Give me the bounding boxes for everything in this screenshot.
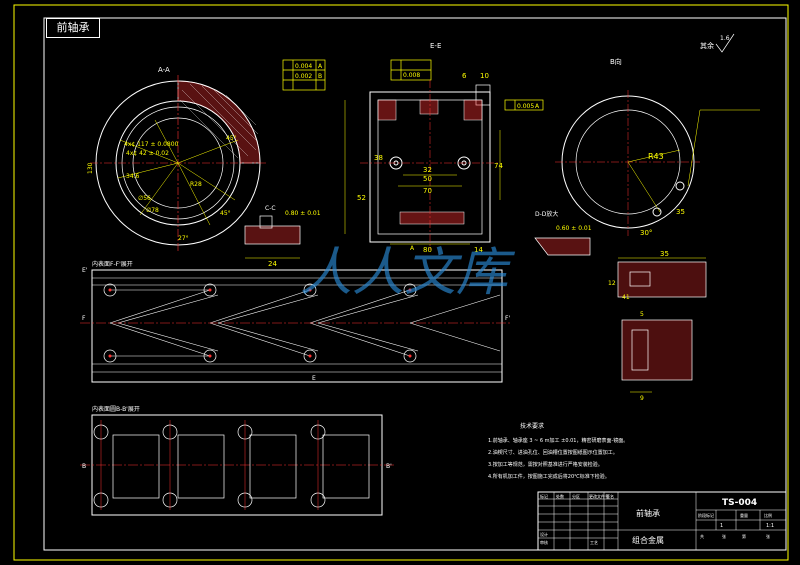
ck-dim-tol: 0.80 ± 0.01: [285, 210, 321, 217]
gdt-tol-4: 0.005: [517, 103, 534, 110]
roughness-other: 1.6: [720, 35, 730, 42]
aa-dim-56: ∅56: [138, 195, 151, 202]
gdt-tol-3: 0.008: [403, 72, 420, 79]
ff-label-f: F: [82, 315, 86, 322]
development-bb: 内表面圆B-B'展开 B B': [80, 405, 395, 516]
svg-text:B: B: [318, 73, 322, 80]
aa-dim-r28: R28: [190, 181, 202, 188]
tb-bottom-1: 张: [722, 533, 726, 539]
title-block: 标记 处数 分区 更改文件号 签名 设计 审核 工艺 前轴承 组合金属 TS-0…: [537, 491, 787, 551]
aa-dim-hole-1: 4x¢ 117 ± 0.0800: [124, 141, 179, 148]
tb-header-3: 更改文件号: [589, 493, 609, 499]
outer-frame: [13, 4, 789, 561]
aa-dim-346: 34.6: [126, 173, 140, 180]
ee-dim-32: 32: [423, 166, 432, 174]
ee-dim-74: 74: [494, 162, 503, 170]
ee-dim-38: 38: [374, 154, 383, 162]
tb-bottom-3: 张: [766, 533, 770, 539]
ee-dim-10: 10: [480, 72, 489, 80]
gk-dim-5: 5: [640, 311, 644, 318]
section-aa-view: A-A 4x¢ 117 ± 0.0800 4x¢ 42 ± 0.02 R28 3…: [87, 66, 268, 252]
note-3: 3.按加工等规范，需按对照基准进行严格安装检验。: [488, 461, 603, 468]
aa-dim-angle-27: 27°: [178, 235, 189, 242]
tb-header-2: 分区: [572, 493, 580, 499]
tb-drawing-no: TS-004: [722, 498, 757, 508]
inner-frame: [43, 17, 787, 551]
section-ck: C-C 24 0.80 ± 0.01: [244, 205, 321, 268]
other-label: 其余: [700, 41, 714, 50]
gdt-frames: [282, 59, 544, 111]
tb-bottom-2: 第: [742, 533, 746, 539]
b-dim-35: 35: [676, 208, 685, 216]
aa-dim-78: ∅78: [146, 207, 159, 214]
tb-right-2: 比例: [764, 512, 772, 518]
section-ee-view: E-E 0.004 0.002 0.008 0.005 A B A: [282, 42, 544, 254]
watermark-text: 人人文库: [300, 243, 516, 303]
ee-dim-52: 52: [357, 194, 366, 202]
tb-bottom-0: 共: [700, 533, 704, 539]
ee-dim-80: 80: [423, 246, 432, 254]
ck-dim-24: 24: [268, 260, 277, 268]
gk-dim-41: 41: [622, 294, 630, 301]
notes-title: 技术要求: [520, 422, 544, 430]
development-bb-label: 内表面圆B-B'展开: [92, 405, 140, 413]
tb-row-1: 审核: [540, 539, 548, 545]
tb-header-4: 签名: [606, 493, 614, 499]
development-ff-label: 内表面F-F'展开: [92, 260, 133, 268]
ff-label-e: E: [312, 375, 316, 382]
tb-row-0: 设计: [540, 531, 548, 537]
tb-right-0: 阶段标记: [698, 512, 714, 518]
tb-sheets: 1: [720, 523, 723, 529]
view-b-label: B向: [610, 57, 622, 66]
aa-dim-hole-2: 4x¢ 42 ± 0.02: [126, 150, 169, 157]
note-4: 4.所有机加工件，按图施工完成后将20℃标准下检验。: [488, 473, 610, 480]
bb-label-b: B: [82, 463, 86, 470]
ee-dim-70: 70: [423, 187, 432, 195]
svg-text:45°: 45°: [226, 135, 237, 142]
development-ff: 内表面F-F'展开 F: [80, 260, 510, 383]
tb-right-1: 重量: [740, 512, 748, 518]
watermark: 人人文库: [300, 243, 516, 303]
section-dk-label: D-D放大: [535, 210, 558, 218]
tb-scale: 1:1: [766, 523, 774, 529]
gk-dim-12: 12: [608, 280, 616, 287]
section-ck-label: C-C: [265, 205, 276, 212]
aa-dim-angle-45: 45°: [220, 210, 231, 217]
svg-text:A: A: [535, 103, 540, 110]
gdt-tol-1: 0.004: [295, 63, 312, 70]
gk-dim-35: 35: [660, 250, 669, 258]
tb-row-2: 工艺: [590, 540, 598, 545]
title-tab: 前轴承: [46, 18, 100, 38]
svg-text:130: 130: [87, 162, 94, 174]
tb-header-1: 处数: [556, 493, 564, 499]
svg-text:A: A: [410, 245, 415, 252]
b-dim-r43: R43: [648, 152, 664, 161]
tb-header-0: 标记: [540, 493, 548, 499]
ff-label-e2: E': [82, 267, 88, 274]
gdt-tol-2: 0.002: [295, 73, 312, 80]
ee-dim-50: 50: [423, 175, 432, 183]
section-aa-label: A-A: [158, 66, 170, 74]
gk-dim-9: 9: [640, 395, 644, 402]
svg-text:A: A: [318, 63, 323, 70]
dk-dim-tol: 0.60 ± 0.01: [556, 225, 592, 232]
ee-dim-6: 6: [462, 72, 467, 80]
tb-part-name: 前轴承: [636, 508, 660, 518]
b-dim-30: 30°: [640, 229, 652, 237]
note-1: 1.前轴承、轴承座 3 ~ 6 m加工 ±0.01，精密研磨表面-镜面。: [488, 437, 628, 444]
view-b: B向 R43 35 30° 其余 1.6: [555, 33, 760, 237]
section-ee-label: E-E: [430, 42, 441, 50]
technical-notes: 技术要求 1.前轴承、轴承座 3 ~ 6 m加工 ±0.01，精密研磨表面-镜面…: [488, 422, 628, 480]
tb-material: 组合金属: [632, 535, 664, 545]
ee-dim-14: 14: [474, 246, 483, 254]
section-dk: D-D放大 0.60 ± 0.01: [534, 210, 592, 256]
note-2: 2.油楔尺寸、进油孔位、回油槽位置按图纸图示位置加工。: [488, 449, 618, 456]
section-gk: 35 12 41 5 9: [608, 250, 707, 402]
bb-label-b2: B': [386, 463, 392, 470]
ff-label-f2: F': [505, 315, 510, 322]
